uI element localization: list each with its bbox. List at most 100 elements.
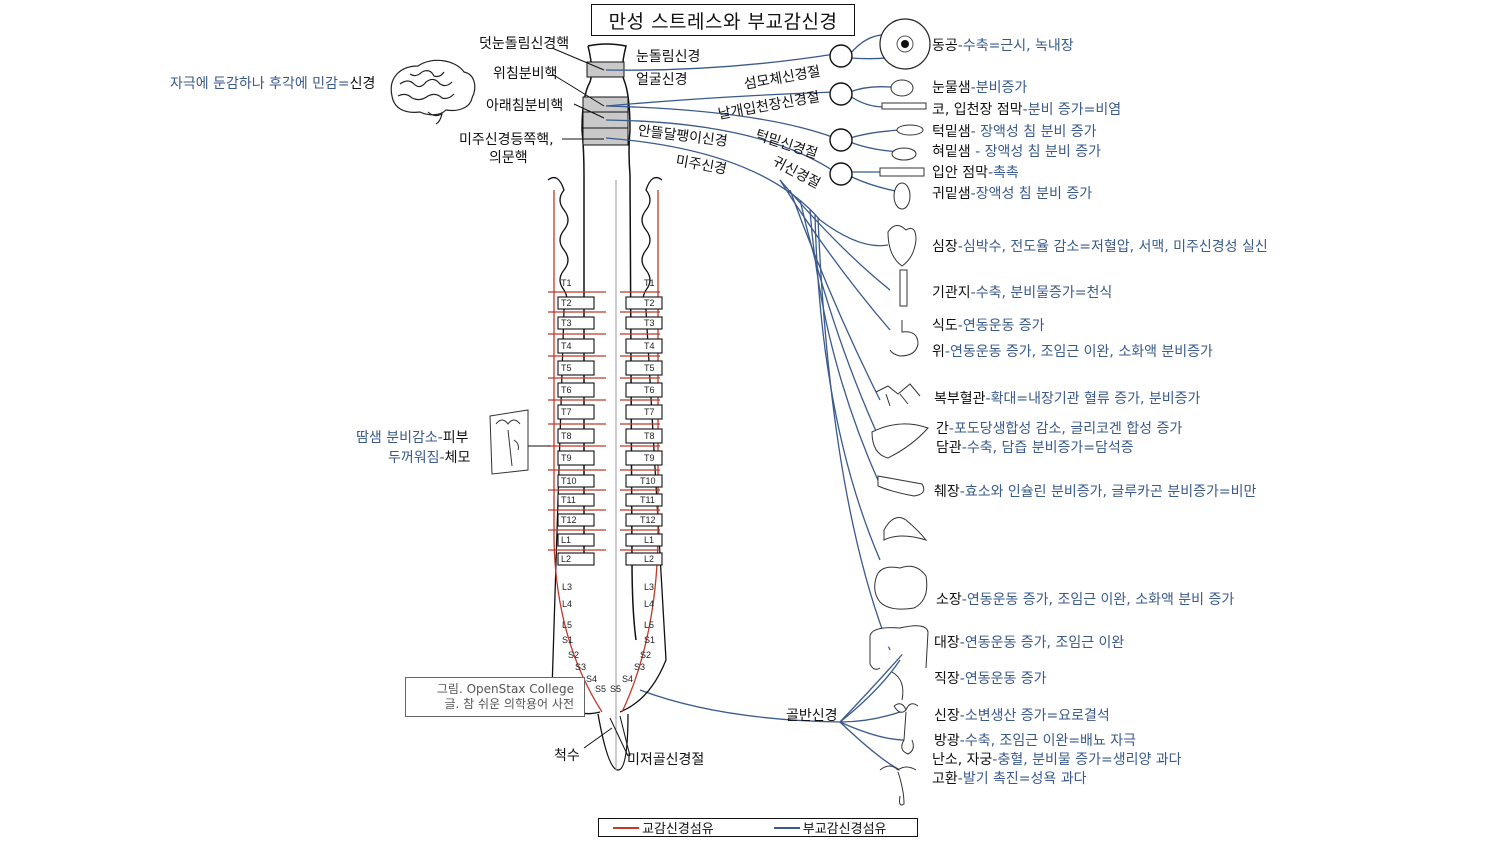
- organ-effect: -연동운동 증가: [957, 318, 1045, 334]
- trachea-icon: [899, 269, 908, 307]
- organ-effect: -효소와 인슐린 분비증가, 글루카곤 분비증가=비만: [959, 484, 1257, 500]
- segment-label: T2: [561, 298, 572, 308]
- segment-label: T8: [561, 431, 572, 441]
- organ-row-pupil: 동공-수축=근시, 녹내장: [932, 38, 1074, 54]
- segment-label: T9: [644, 453, 655, 463]
- segment-label: L1: [561, 535, 572, 545]
- uterus-icon: [879, 765, 917, 806]
- hair-effect: 두꺼워짐-: [388, 450, 445, 466]
- organ-name: 혀밑샘: [932, 144, 971, 160]
- legend-sympathetic: 교감신경섬유: [613, 818, 714, 837]
- sublingual-gland-icon: [891, 147, 917, 161]
- skin-note-line2: 두꺼워짐-체모: [388, 450, 470, 466]
- segment-label: T4: [644, 341, 655, 351]
- organ-row-submandibular: 턱밑샘- 장액성 침 분비 증가: [932, 124, 1097, 140]
- spleen-icon: [883, 517, 928, 541]
- credit-text: 글. 참 쉬운 의학용어 사전: [444, 697, 574, 711]
- credit-box: 그림. OpenStax College 글. 참 쉬운 의학용어 사전: [405, 677, 585, 717]
- organ-effect: -연동운동 증가, 조임근 이완: [959, 635, 1125, 651]
- segment-label: S2: [640, 650, 652, 660]
- organ-effect: -확대=내장기관 혈류 증가, 분비증가: [985, 391, 1201, 407]
- nucleus-label: 미주신경등쪽핵,: [459, 132, 554, 148]
- segment-label: L3: [644, 582, 655, 592]
- segment-label: T1: [561, 278, 572, 288]
- stomach-icon: [889, 320, 919, 357]
- organ-name: 코, 입천장 점막: [932, 102, 1023, 118]
- segment-label: T3: [561, 318, 572, 328]
- ganglion-label: 미저골신경절: [627, 752, 705, 768]
- organ-row-ovary-uterus: 난소, 자궁-충혈, 분비물 증가=생리양 과다: [932, 752, 1182, 768]
- segment-label: S4: [622, 674, 634, 684]
- segment-label: T7: [644, 407, 655, 417]
- organ-effect: -수축, 분비물증가=천식: [970, 285, 1113, 301]
- brain-organ: 신경: [349, 76, 376, 92]
- organ-row-pancreas: 췌장-효소와 인슐린 분비증가, 글루카곤 분비증가=비만: [934, 484, 1256, 500]
- segment-label: T6: [561, 385, 572, 395]
- segment-label: S3: [634, 662, 646, 672]
- organ-row-liver: 간-포도당생합성 감소, 글리코겐 합성 증가: [936, 421, 1182, 437]
- kidney-bladder-icon: [893, 703, 919, 755]
- segment-label: S5: [595, 684, 607, 694]
- small-intestine-icon: [874, 565, 928, 610]
- nasal-mucosa-icon: [881, 102, 927, 110]
- hair-organ: 체모: [444, 450, 471, 466]
- organ-row-bronchi: 기관지-수축, 분비물증가=천식: [932, 285, 1112, 301]
- pelvic-nerve-label: 골반신경: [786, 708, 838, 724]
- organ-name: 식도: [932, 318, 958, 334]
- segment-label: S2: [568, 650, 580, 660]
- organ-effect: -연동운동 증가, 조임근 이완, 소화액 분비증가: [944, 344, 1213, 360]
- skin-effect: 땀샘 분비감소-: [356, 430, 443, 446]
- segment-label: S3: [575, 662, 587, 672]
- nucleus-label: 아래침분비핵: [486, 98, 564, 114]
- heart-icon: [887, 225, 917, 267]
- organ-row-abdominal-vessels: 복부혈관-확대=내장기관 혈류 증가, 분비증가: [934, 391, 1200, 407]
- segment-label: T10: [561, 476, 577, 486]
- segment-label: T6: [644, 385, 655, 395]
- organ-row-rectum: 직장-연동운동 증가: [934, 671, 1047, 687]
- organ-row-bile-duct: 담관-수축, 담즙 분비증가=담석증: [936, 440, 1134, 456]
- segment-label: T8: [644, 431, 655, 441]
- organ-name: 대장: [934, 635, 960, 651]
- skin-organ: 피부: [442, 430, 469, 446]
- sympathetic-fibers: [548, 190, 660, 713]
- segment-label: T12: [640, 515, 656, 525]
- organ-effect: -분비증가: [970, 80, 1028, 96]
- organ-name: 방광: [934, 733, 960, 749]
- organ-name: 심장: [932, 239, 958, 255]
- brain-note: 자극에 둔감하나 후각에 민감=신경: [170, 76, 375, 92]
- segment-label: L2: [561, 554, 572, 564]
- segment-label: S1: [644, 635, 656, 645]
- segment-label: T7: [561, 407, 572, 417]
- legend-parasympathetic-label: 부교감신경섬유: [802, 822, 887, 837]
- organ-name: 담관: [936, 440, 962, 456]
- organ-row-oral: 입안 점막-촉촉: [932, 165, 1019, 181]
- oral-mucosa-icon: [879, 167, 925, 177]
- cranial-nerve-label: 눈돌림신경: [636, 49, 701, 65]
- organ-effect: -연동운동 증가: [959, 671, 1047, 687]
- segment-label: L2: [644, 554, 655, 564]
- segment-label: L5: [562, 620, 573, 630]
- segment-label: T9: [561, 453, 572, 463]
- segment-label: L1: [644, 535, 655, 545]
- organ-row-bladder: 방광-수축, 조임근 이완=배뇨 자극: [934, 733, 1136, 749]
- organ-name: 입안 점막: [932, 165, 988, 181]
- organ-name: 위: [932, 344, 945, 360]
- organ-row-lacrimal: 눈물샘-분비증가: [932, 80, 1027, 96]
- segment-label: L4: [644, 599, 655, 609]
- brain-effect: 자극에 둔감하나 후각에 민감=: [170, 76, 350, 92]
- segment-label: T11: [561, 495, 576, 505]
- organ-effect: - 장액성 침 분비 증가: [970, 124, 1097, 140]
- legend-parasympathetic: 부교감신경섬유: [773, 818, 887, 837]
- organ-effect: - 장액성 침 분비 증가: [970, 144, 1101, 160]
- organ-row-heart: 심장-심박수, 전도율 감소=저혈압, 서맥, 미주신경성 실신: [932, 239, 1268, 255]
- cranial-parasympathetic-fibers: [605, 34, 916, 771]
- organ-name: 난소, 자궁: [932, 752, 993, 768]
- liver-icon: [871, 423, 929, 459]
- legend-sympathetic-label: 교감신경섬유: [642, 822, 714, 837]
- organ-effect: -발기 촉진=성욕 과다: [957, 771, 1087, 787]
- organ-effect: -심박수, 전도율 감소=저혈압, 서맥, 미주신경성 실신: [957, 239, 1268, 255]
- segment-label: T5: [561, 363, 572, 373]
- organ-name: 눈물샘: [932, 80, 971, 96]
- parotid-gland-icon: [893, 182, 911, 210]
